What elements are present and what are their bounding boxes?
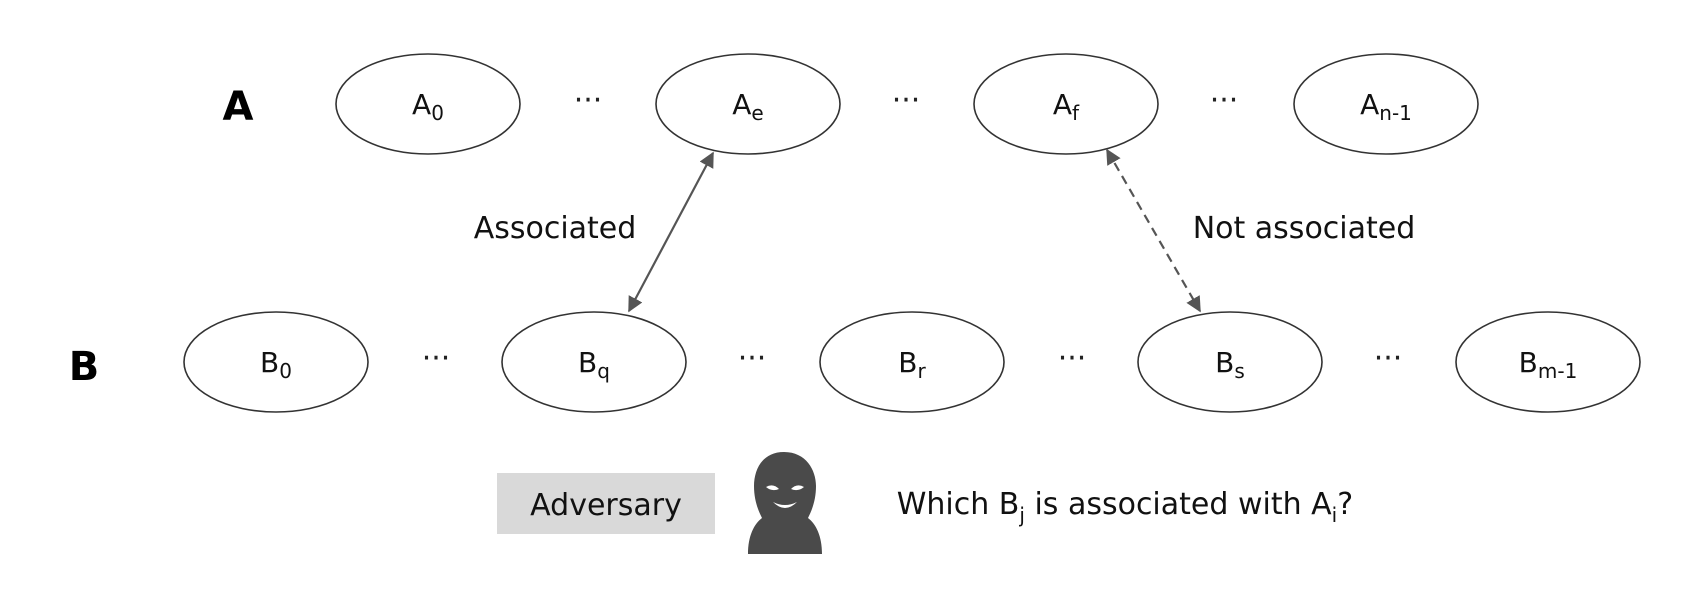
adversary-badge: Adversary	[497, 473, 715, 534]
node-af: Af	[973, 53, 1159, 155]
row-label-a: A	[223, 84, 254, 130]
node-a0: A0	[335, 53, 521, 155]
svg-text:Ae: Ae	[732, 88, 763, 125]
masked-person-icon	[748, 452, 822, 554]
svg-text:Bm-1: Bm-1	[1519, 346, 1578, 383]
edge-label-not-associated: Not associated	[1193, 211, 1416, 246]
row-label-b: B	[69, 344, 100, 390]
node-bs: Bs	[1137, 311, 1323, 413]
node-br: Br	[819, 311, 1005, 413]
svg-text:Bs: Bs	[1215, 346, 1245, 383]
ellipsis-a-2: ···	[892, 83, 921, 118]
svg-text:A0: A0	[412, 88, 444, 125]
ellipsis-b-2: ···	[738, 341, 767, 376]
ellipsis-a-1: ···	[574, 83, 603, 118]
node-bm-1: Bm-1	[1455, 311, 1641, 413]
edge-associated	[628, 151, 714, 313]
node-b0: B0	[183, 311, 369, 413]
ellipsis-b-3: ···	[1058, 341, 1087, 376]
svg-text:Bq: Bq	[578, 346, 610, 383]
ellipsis-b-4: ···	[1374, 341, 1403, 376]
ellipsis-b-1: ···	[422, 341, 451, 376]
edge-label-associated: Associated	[474, 211, 637, 246]
svg-text:Af: Af	[1053, 88, 1080, 125]
ellipsis-a-3: ···	[1210, 83, 1239, 118]
svg-text:An-1: An-1	[1360, 88, 1412, 125]
node-an-1: An-1	[1293, 53, 1479, 155]
adversary-question: Which Bj is associated with Ai?	[849, 487, 1382, 527]
edge-not-associated	[1106, 148, 1201, 313]
adversary-label: Adversary	[530, 488, 682, 523]
svg-text:B0: B0	[260, 346, 292, 383]
node-bq: Bq	[501, 311, 687, 413]
svg-text:Br: Br	[898, 346, 926, 383]
node-ae: Ae	[655, 53, 841, 155]
